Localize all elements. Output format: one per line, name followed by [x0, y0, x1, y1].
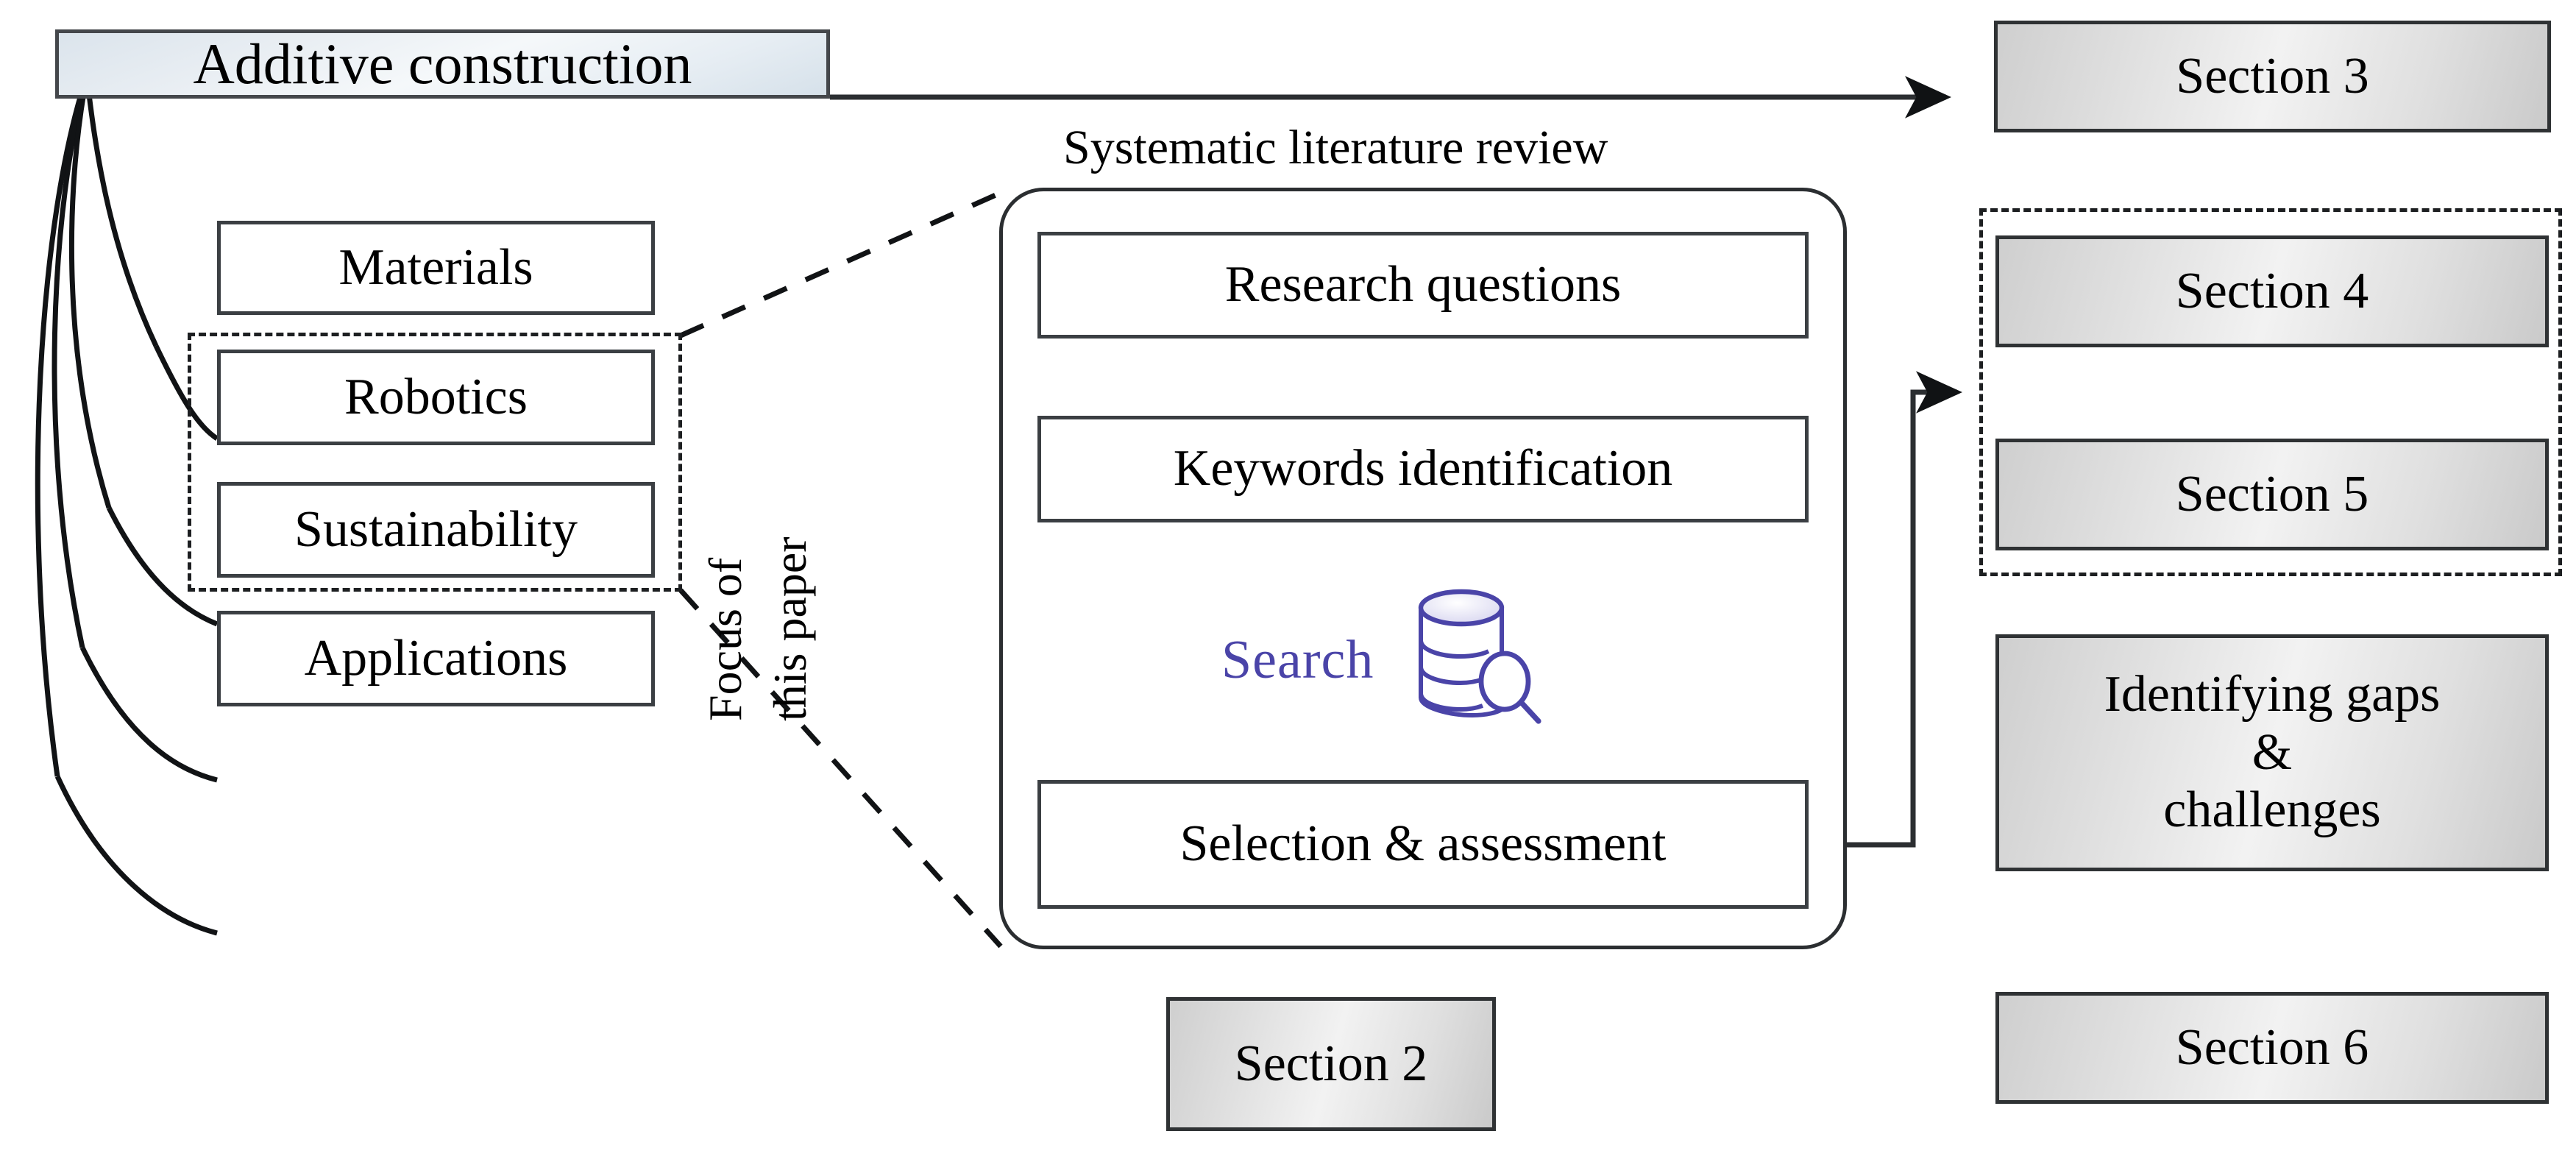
node-additive-construction[interactable]: Additive construction: [55, 29, 830, 99]
systematic-literature-review-caption: Systematic literature review: [1063, 121, 1608, 174]
node-section-4[interactable]: Section 4: [1995, 235, 2549, 347]
node-identifying-gaps-and-challenges[interactable]: Identifying gaps & challenges: [1995, 634, 2549, 871]
search-label: Search: [1221, 630, 1374, 690]
step-research-questions[interactable]: Research questions: [1037, 232, 1809, 339]
node-label: Section 2: [1234, 1035, 1428, 1092]
step-selection-and-assessment[interactable]: Selection & assessment: [1037, 780, 1809, 909]
node-label: Robotics: [344, 368, 528, 425]
node-robotics[interactable]: Robotics: [217, 350, 655, 445]
node-label: Keywords identification: [1173, 440, 1673, 497]
node-label: Additive construction: [193, 32, 692, 96]
node-materials[interactable]: Materials: [217, 221, 655, 315]
node-label: Selection & assessment: [1179, 815, 1667, 873]
node-label: Sustainability: [294, 500, 578, 558]
node-section-5[interactable]: Section 5: [1995, 439, 2549, 550]
node-label: Materials: [338, 238, 533, 296]
focus-label-line-2: this paper: [764, 536, 816, 721]
connector-root-to-materials-a: [84, 75, 159, 347]
node-label: Section 4: [2175, 262, 2369, 319]
focus-of-this-paper-label: Focus of: [699, 557, 751, 721]
node-sustainability[interactable]: Sustainability: [217, 482, 655, 578]
connector-root-to-sustainability-a: [52, 75, 90, 648]
node-section-3[interactable]: Section 3: [1994, 21, 2551, 132]
focus-label-line-1: Focus of: [699, 557, 751, 721]
connector-focus-top-dashed: [679, 190, 1002, 339]
node-applications[interactable]: Applications: [217, 611, 655, 706]
focus-of-this-paper-label-2: this paper: [764, 536, 816, 721]
connector-root-to-sustainability-b: [79, 646, 218, 783]
node-label: Identifying gaps & challenges: [2104, 666, 2441, 839]
sections-4-5-group-dashed-box: [1979, 208, 2562, 576]
node-section-6[interactable]: Section 6: [1995, 992, 2549, 1104]
connector-root-to-applications-b: [54, 775, 218, 936]
node-label: Section 3: [2176, 47, 2369, 104]
node-label: Section 5: [2175, 465, 2369, 522]
focus-group-dashed-box: [188, 333, 682, 592]
connector-root-to-robotics-a: [68, 75, 112, 509]
connector-root-to-applications-a: [35, 74, 90, 777]
node-label: Applications: [304, 629, 568, 687]
database-search-icon: [1403, 589, 1550, 732]
node-section-2[interactable]: Section 2: [1166, 997, 1496, 1131]
node-label: Section 6: [2175, 1018, 2369, 1076]
step-keywords-identification[interactable]: Keywords identification: [1037, 416, 1809, 522]
node-label: Research questions: [1224, 256, 1622, 313]
